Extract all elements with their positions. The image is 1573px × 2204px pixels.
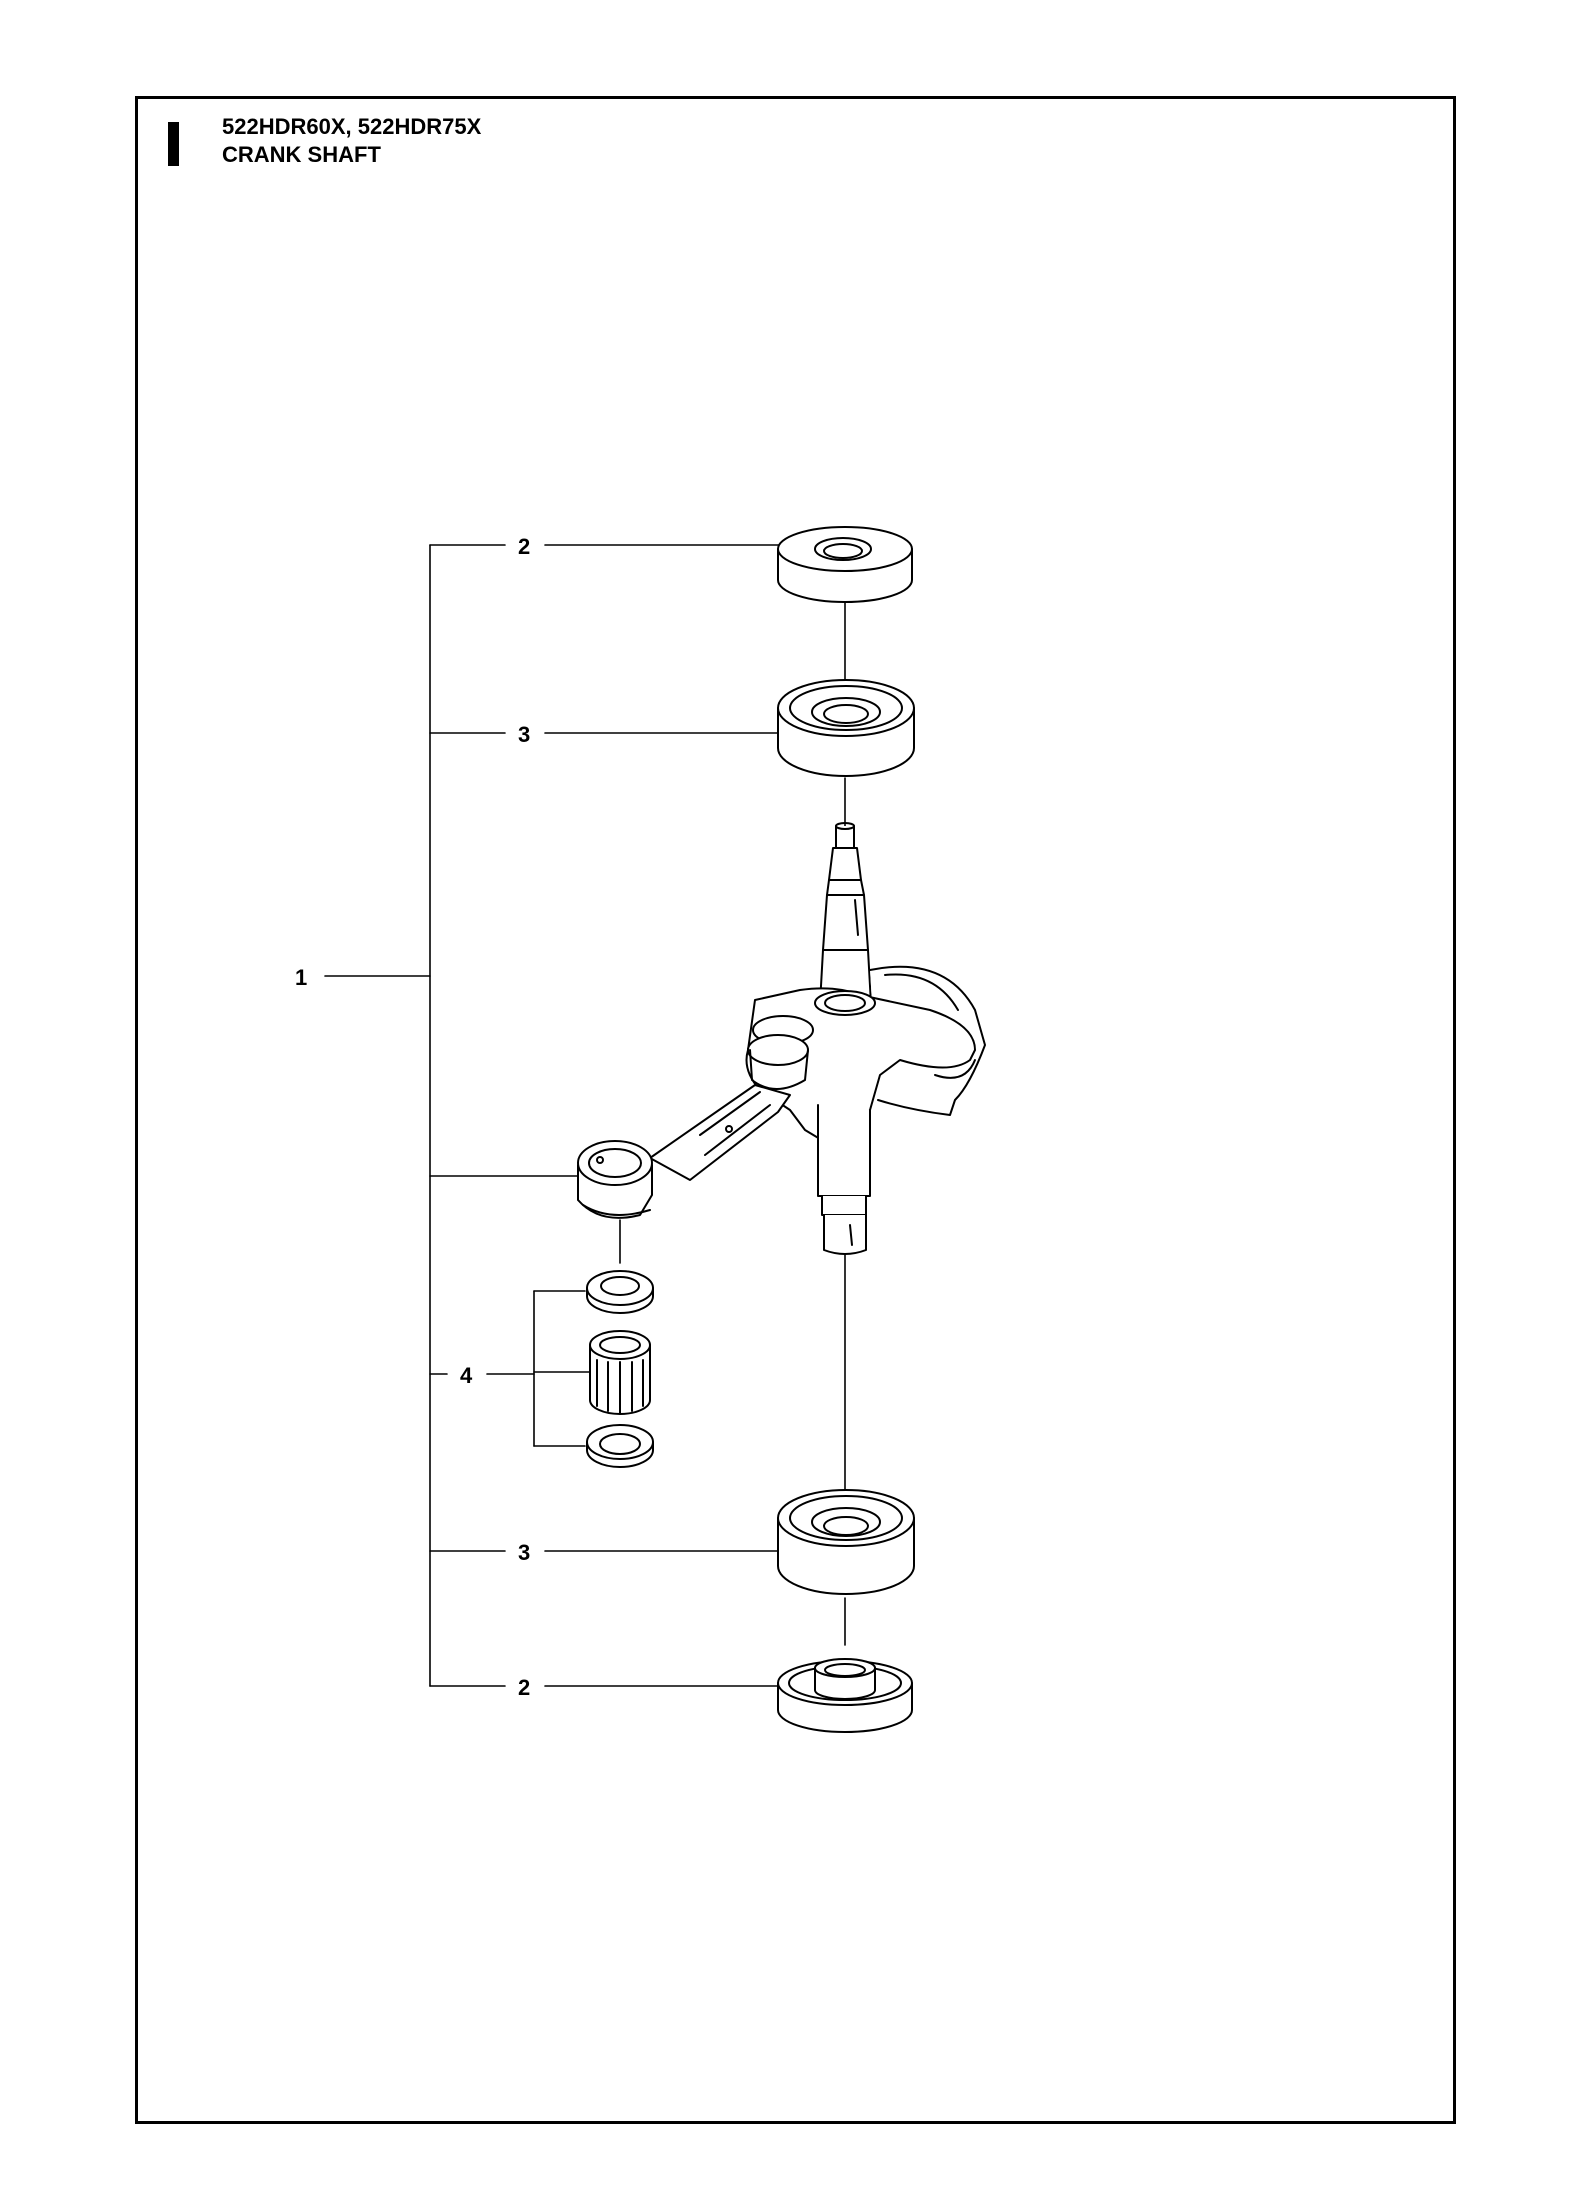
- needle-bearing-kit: [586, 1270, 654, 1468]
- crankshaft: [577, 822, 986, 1255]
- callout-4: 4: [460, 1363, 473, 1388]
- needle-bearing-cage: [589, 1330, 651, 1415]
- callout-2-top: 2: [518, 534, 530, 559]
- thrust-washer-bottom: [586, 1424, 654, 1468]
- callout-3-bottom: 3: [518, 1540, 530, 1565]
- section-marker: [168, 122, 179, 166]
- ball-bearing-bottom: [777, 1489, 915, 1595]
- callout-leader-lines: [324, 544, 846, 1687]
- thrust-washer-top: [586, 1270, 654, 1314]
- callout-3-top: 3: [518, 722, 530, 747]
- ball-bearing-top: [777, 679, 915, 777]
- callout-1: 1: [295, 965, 307, 990]
- callout-2-bottom: 2: [518, 1675, 530, 1700]
- model-numbers: 522HDR60X, 522HDR75X: [222, 114, 482, 139]
- page-title: CRANK SHAFT: [222, 142, 381, 167]
- page-frame: [135, 96, 1456, 2124]
- oil-seal-bottom: [777, 1658, 913, 1733]
- oil-seal-top: [777, 526, 913, 603]
